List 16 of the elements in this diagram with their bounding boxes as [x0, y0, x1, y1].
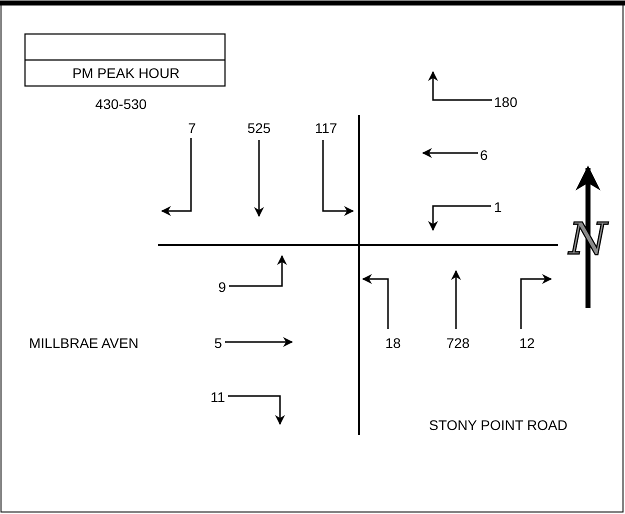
traffic-count: 525 [247, 120, 271, 136]
traffic-count: 6 [480, 147, 488, 163]
traffic-count: 18 [385, 335, 401, 351]
time-period: 430-530 [95, 96, 147, 112]
traffic-count: 728 [446, 335, 470, 351]
traffic-count: 180 [494, 94, 518, 110]
traffic-count: 1 [494, 199, 502, 215]
traffic-count: 7 [188, 120, 196, 136]
traffic-count: 9 [218, 279, 226, 295]
traffic-count: 5 [214, 335, 222, 351]
header-title: PM PEAK HOUR [72, 65, 180, 81]
traffic-count: 12 [519, 335, 535, 351]
traffic-count: 11 [210, 389, 225, 405]
road-name: MILLBRAE AVEN [29, 335, 138, 351]
traffic-count: 117 [314, 120, 338, 136]
road-name: STONY POINT ROAD [429, 417, 568, 433]
